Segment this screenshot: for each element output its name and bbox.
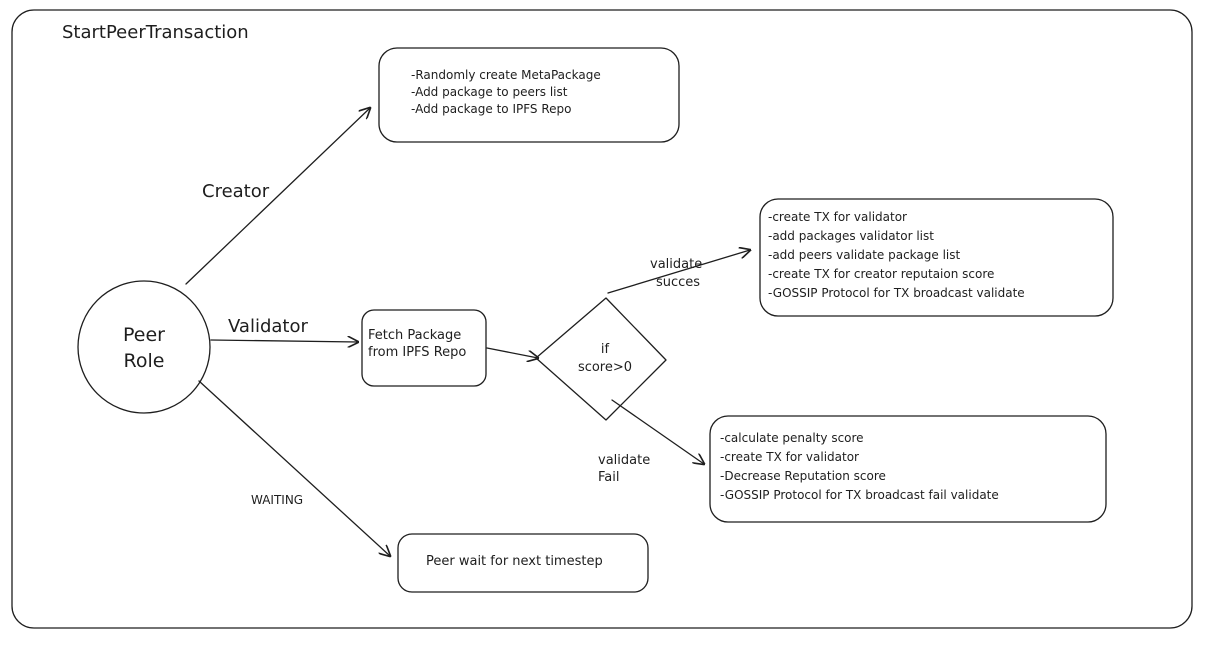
- validate-fail-label-1: validate: [598, 453, 651, 468]
- fetch-package-box: [361, 309, 487, 387]
- creator-step: -Add package to IPFS Repo: [411, 102, 572, 116]
- fail-step: -create TX for validator: [720, 450, 859, 464]
- wait-box-label: Peer wait for next timestep: [426, 554, 603, 569]
- fail-step: -GOSSIP Protocol for TX broadcast fail v…: [720, 488, 999, 502]
- waiting-edge-label: WAITING: [251, 493, 304, 507]
- outer-frame: [11, 9, 1193, 629]
- arrow-creator: [185, 108, 370, 285]
- fail-box-text: -calculate penalty score -create TX for …: [720, 429, 999, 505]
- validate-fail-label-2: Fail: [598, 470, 620, 485]
- frame-title: StartPeerTransaction: [62, 22, 249, 43]
- peer-role-line1: Peer: [123, 324, 165, 346]
- fetch-box-line1: Fetch Package: [368, 328, 462, 343]
- decision-line2: score>0: [577, 360, 633, 375]
- success-step: -create TX for validator: [768, 210, 907, 224]
- validate-success-label-2: succes: [656, 275, 701, 290]
- fetch-box-line2: from IPFS Repo: [368, 345, 467, 360]
- success-step: -create TX for creator reputaion score: [768, 267, 995, 281]
- success-step: -add packages validator list: [768, 229, 934, 243]
- arrow-validate-fail: [611, 399, 704, 464]
- arrow-waiting: [198, 380, 390, 556]
- peer-role-line2: Role: [123, 350, 165, 372]
- creator-box-text: -Randomly create MetaPackage -Add packag…: [411, 67, 601, 118]
- creator-edge-label: Creator: [202, 181, 270, 202]
- arrow-validate-success: [607, 250, 750, 294]
- decision-diamond: [535, 297, 667, 421]
- success-step: -add peers validate package list: [768, 248, 961, 262]
- validator-edge-label: Validator: [228, 316, 308, 337]
- arrow-fetch-to-decision: [486, 347, 538, 358]
- fail-step: -calculate penalty score: [720, 431, 864, 445]
- creator-step: -Randomly create MetaPackage: [411, 68, 601, 82]
- decision-line1: if: [600, 342, 610, 357]
- validate-success-label-1: validate: [650, 257, 703, 272]
- success-box: [759, 198, 1114, 317]
- fail-box: [709, 415, 1107, 523]
- fail-step: -Decrease Reputation score: [720, 469, 886, 483]
- creator-step: -Add package to peers list: [411, 85, 568, 99]
- wait-box: [397, 533, 649, 593]
- creator-box: [378, 47, 680, 143]
- success-box-text: -create TX for validator -add packages v…: [768, 208, 1025, 303]
- peer-role-node: [77, 280, 211, 414]
- success-step: -GOSSIP Protocol for TX broadcast valida…: [768, 286, 1025, 300]
- arrow-validator: [210, 340, 358, 342]
